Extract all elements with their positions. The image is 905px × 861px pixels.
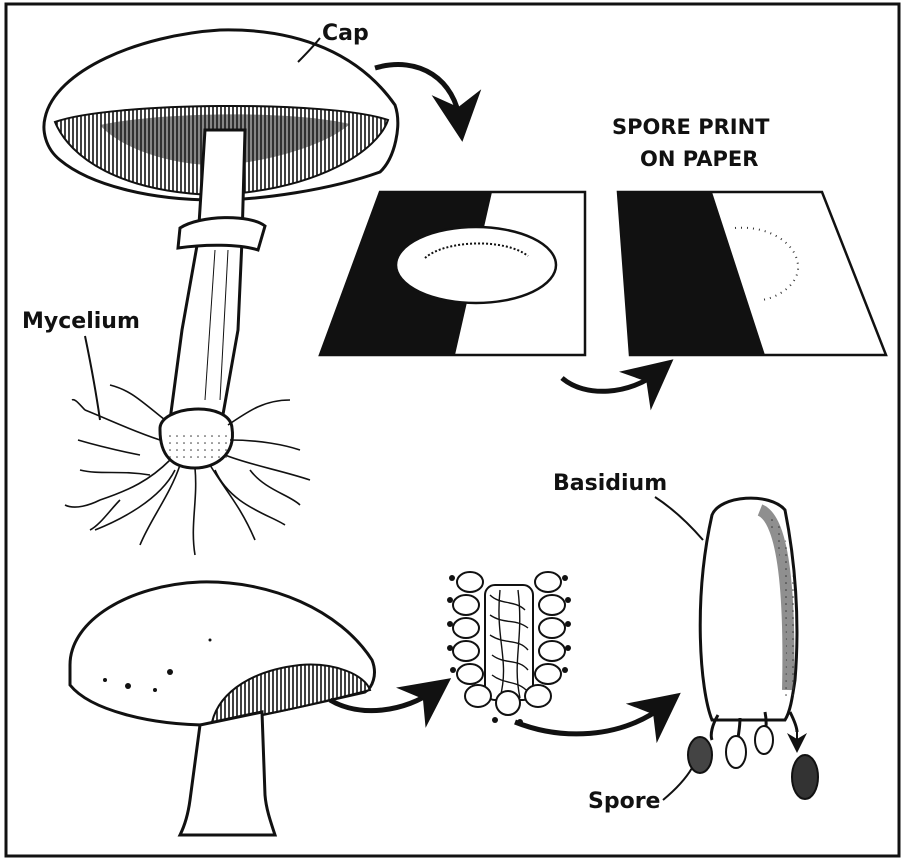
cap-label: Cap [322, 21, 369, 46]
spore-3 [755, 726, 773, 754]
ring [178, 218, 265, 250]
cap-on-paper [396, 227, 556, 303]
mycelium-label: Mycelium [22, 309, 140, 334]
spore-1 [688, 737, 712, 773]
spore-2 [726, 736, 746, 768]
basidium-label: Basidium [553, 471, 667, 496]
spore-print-title-line2: ON PAPER [640, 147, 758, 171]
spore-released [792, 755, 818, 799]
spore-label: Spore [588, 789, 660, 814]
spore-print-title-line1: SPORE PRINT [612, 115, 770, 139]
